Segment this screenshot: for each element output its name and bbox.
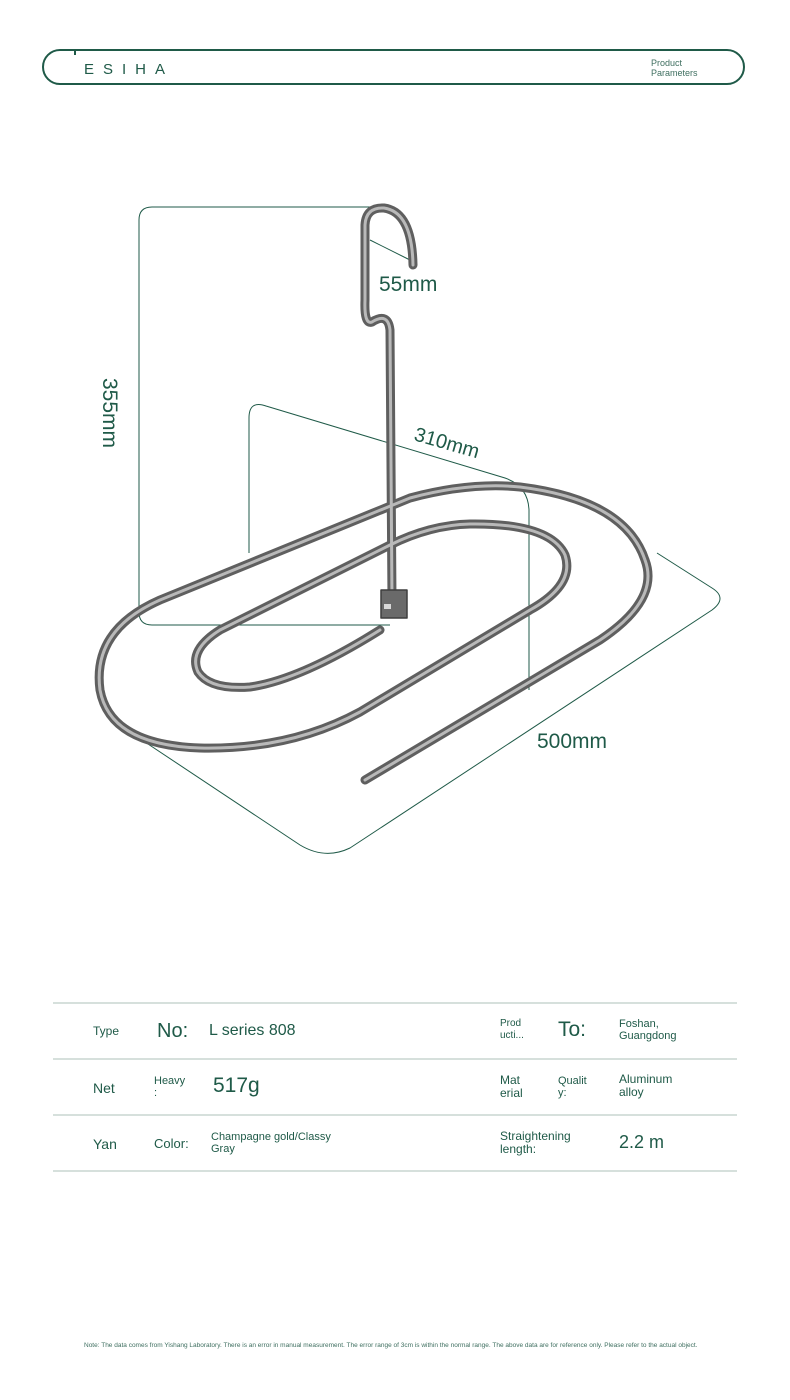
hanger-loop-highlight	[97, 484, 650, 782]
spec-row-type: Type No: L series 808 Prod ucti... To: F…	[53, 1002, 737, 1058]
hook-guide	[369, 239, 411, 261]
product-diagram: 55mm 355mm 310mm 500mm	[94, 203, 721, 854]
spec-value-color: Champagne gold/Classy Gray	[211, 1131, 331, 1155]
dimension-guides	[138, 206, 721, 854]
spec-label-no: No:	[157, 1020, 189, 1042]
length-dimension: 500mm	[537, 730, 607, 753]
length-guide	[144, 552, 721, 854]
header-bar: ESIHA Product Parameters	[42, 49, 745, 85]
spec-row-weight: Net Heavy : 517g Mat erial Qualit y: Alu…	[53, 1058, 737, 1114]
spec-label-color: Color:	[154, 1136, 189, 1151]
spec-value-model: L series 808	[209, 1022, 296, 1039]
spec-value-material: Aluminum alloy	[619, 1072, 673, 1099]
hanger-clip-detail	[384, 604, 391, 609]
spec-label-straightening: Straightening length:	[500, 1129, 571, 1156]
hanger-hook-highlight	[363, 206, 415, 602]
depth-guide	[248, 404, 530, 690]
hook-dimension: 55mm	[379, 273, 437, 296]
spec-label-to: To:	[558, 1018, 587, 1041]
header-subtitle-line1: Product	[651, 58, 683, 68]
depth-dimension: 310mm	[412, 424, 482, 464]
height-guide	[138, 206, 390, 626]
header-notch	[74, 49, 76, 55]
spec-value-weight: 517g	[213, 1074, 260, 1097]
spec-label-production: Prod ucti...	[500, 1018, 524, 1041]
hanger-illustration	[94, 203, 653, 785]
spec-label-yan: Yan	[93, 1136, 117, 1152]
spec-label-material: Mat erial	[500, 1073, 523, 1100]
brand-logo: ESIHA	[84, 61, 175, 78]
header-subtitle: Product Parameters	[651, 58, 698, 78]
spec-label-heavy: Heavy :	[154, 1075, 186, 1099]
spec-value-origin: Foshan, Guangdong	[619, 1018, 677, 1042]
spec-row-color: Yan Color: Champagne gold/Classy Gray St…	[53, 1114, 737, 1172]
spec-label-type: Type	[93, 1024, 120, 1038]
height-dimension: 355mm	[98, 378, 121, 448]
header-subtitle-line2: Parameters	[651, 68, 698, 78]
spec-label-net: Net	[93, 1080, 115, 1096]
footnote: Note: The data comes from Yishang Labora…	[84, 1342, 698, 1349]
spec-value-length: 2.2 m	[619, 1132, 665, 1152]
spec-table: Type No: L series 808 Prod ucti... To: F…	[53, 1002, 737, 1172]
spec-label-quality: Qualit y:	[558, 1075, 587, 1099]
